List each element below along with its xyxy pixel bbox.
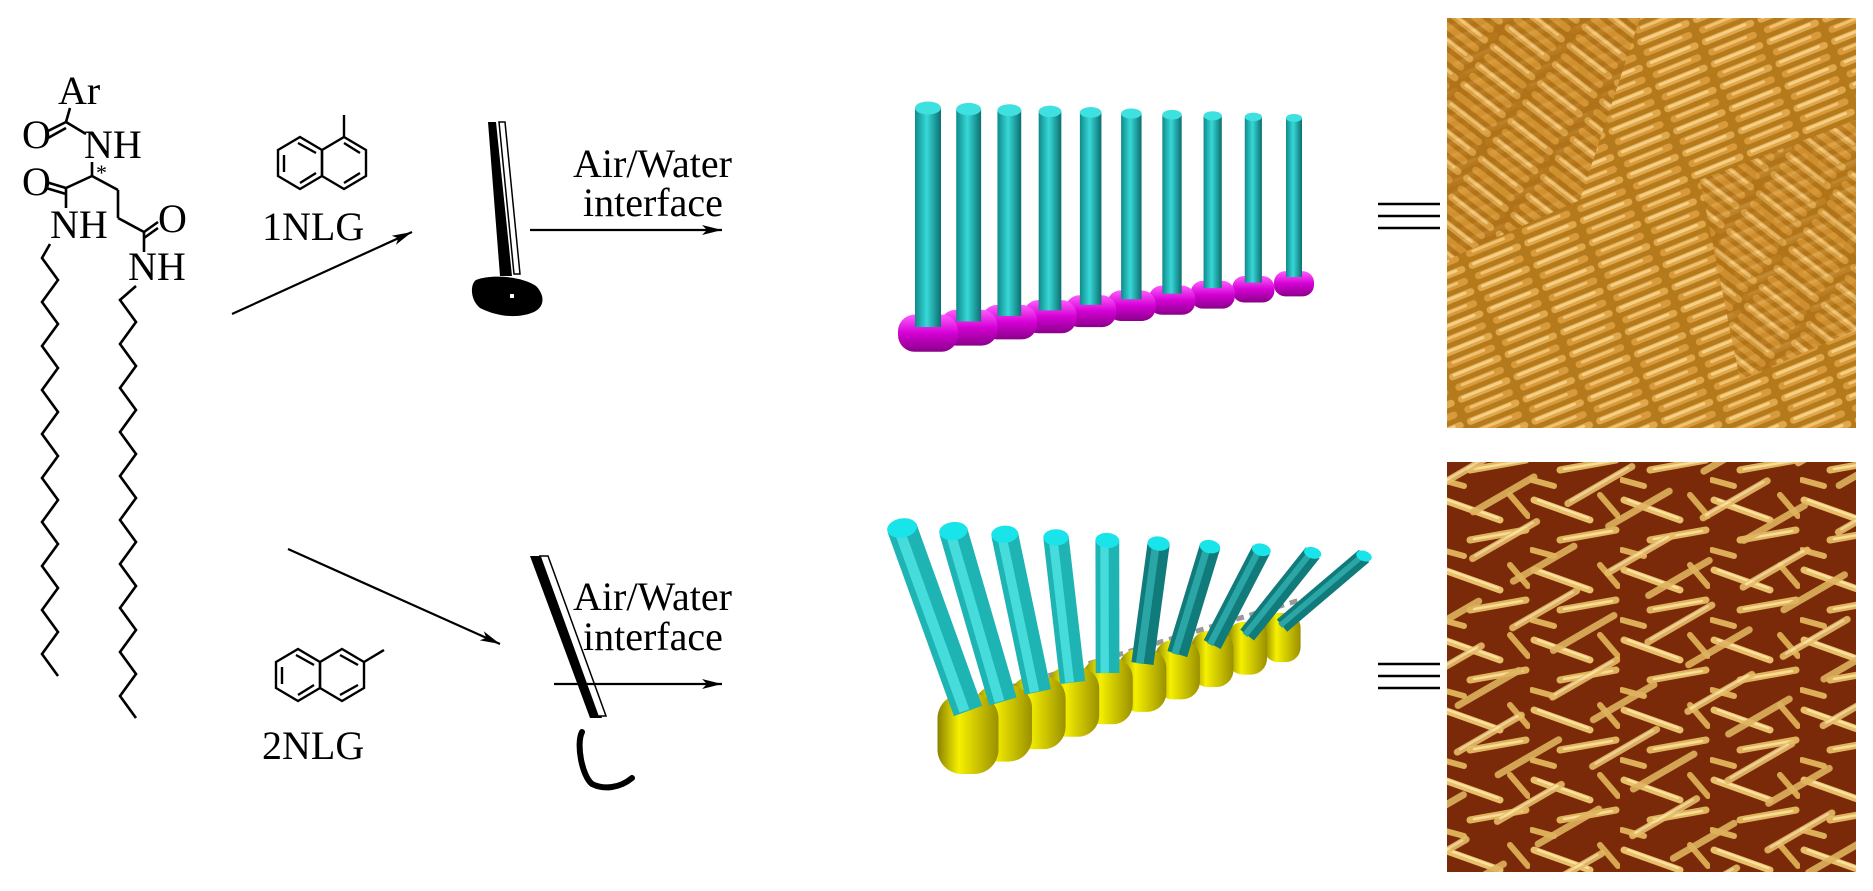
rod-highlight [1206,548,1263,647]
assembly-model-bottom [887,518,1372,774]
rod-cyan [1286,118,1302,277]
interface-label-bottom-line2: interface [583,614,723,659]
naphthyl-1-structure [276,115,368,191]
equivalence-symbol-bottom [1378,662,1440,690]
rod-highlight [893,526,970,713]
rod-cap [1079,107,1102,118]
rod-cap [1095,532,1120,549]
headgroup-magenta [1190,280,1235,309]
headgroup-magenta [898,314,958,352]
chiral-star: * [96,160,107,185]
headgroup-magenta [1106,290,1156,321]
compound-label-1nlg: 1NLG [262,204,364,249]
atom-ar: Ar [58,68,100,113]
rod-cap [1356,550,1372,562]
rod-cyan [1121,113,1142,300]
rod-highlight [996,533,1040,693]
rod-cyan [1162,114,1182,294]
arrow-to-bottom-molecule [287,547,501,646]
atom-o-1: O [22,112,51,157]
atom-nh-1: NH [84,122,142,167]
rod-cap [1162,109,1182,120]
rod-highlight [1278,553,1364,628]
headgroup-magenta [1065,295,1117,328]
interface-label-top-line1: Air/Water [573,141,732,186]
single-molecule-model-bottom [530,555,635,791]
headgroup-magenta [1274,271,1314,297]
interface-label-top-line2: interface [583,180,723,225]
headgroup-magenta [1232,275,1275,303]
rod-highlight [1048,536,1075,684]
headgroup-yellow [937,694,999,774]
rod-cap [1251,543,1271,557]
headgroup-magenta [1148,285,1196,315]
rod-cap [1203,111,1222,121]
rod-cap [1038,105,1062,118]
equivalence-symbol-top [1378,202,1440,230]
atom-o-2: O [22,159,51,204]
naphthyl-2-structure [274,647,385,703]
rod-highlight [945,529,1005,703]
afm-image-top [1447,18,1856,428]
rod-highlight [1242,550,1313,638]
bottom-path: 2NLG Air/Water interface [262,462,1856,872]
top-path: 1NLG Air/Water interface [231,18,1856,428]
rod-cap [915,101,941,115]
afm-image-bottom [1447,462,1856,872]
rod-cap [991,525,1019,543]
rod-cyan [1079,112,1102,305]
rod-cyan [997,110,1022,316]
rod-cyan [1038,111,1062,311]
rod-cap [1043,529,1069,546]
rod-cap [1244,112,1262,122]
headgroup-yellow [1190,630,1234,687]
rod-cap [939,521,968,541]
arrow-to-top-molecule [231,230,413,316]
rod-cap [997,104,1022,117]
atom-nh-2: NH [50,202,108,247]
compound-label-2nlg: 2NLG [262,723,364,768]
rod-cap [1121,108,1142,119]
rod-cyan [915,108,941,327]
rod-highlight [1171,545,1211,656]
single-molecule-model-top [471,121,543,317]
atom-o-3: O [158,196,187,241]
rod-cyan [1244,116,1262,283]
rod-cap [887,518,917,538]
rod-highlight [1135,543,1160,665]
rod-cyan [956,109,982,322]
rod-cap [1147,536,1170,551]
rod-cap [1286,114,1302,122]
rod-cap [956,102,982,116]
rod-cap [1199,539,1221,554]
interface-label-bottom-line1: Air/Water [573,574,732,619]
rod-cap [1304,546,1322,559]
assembly-model-top [898,101,1314,352]
rod-cyan [1203,115,1222,289]
atom-nh-3: NH [128,244,186,289]
molecule-structure: Ar O NH * O NH O NH [22,68,187,719]
